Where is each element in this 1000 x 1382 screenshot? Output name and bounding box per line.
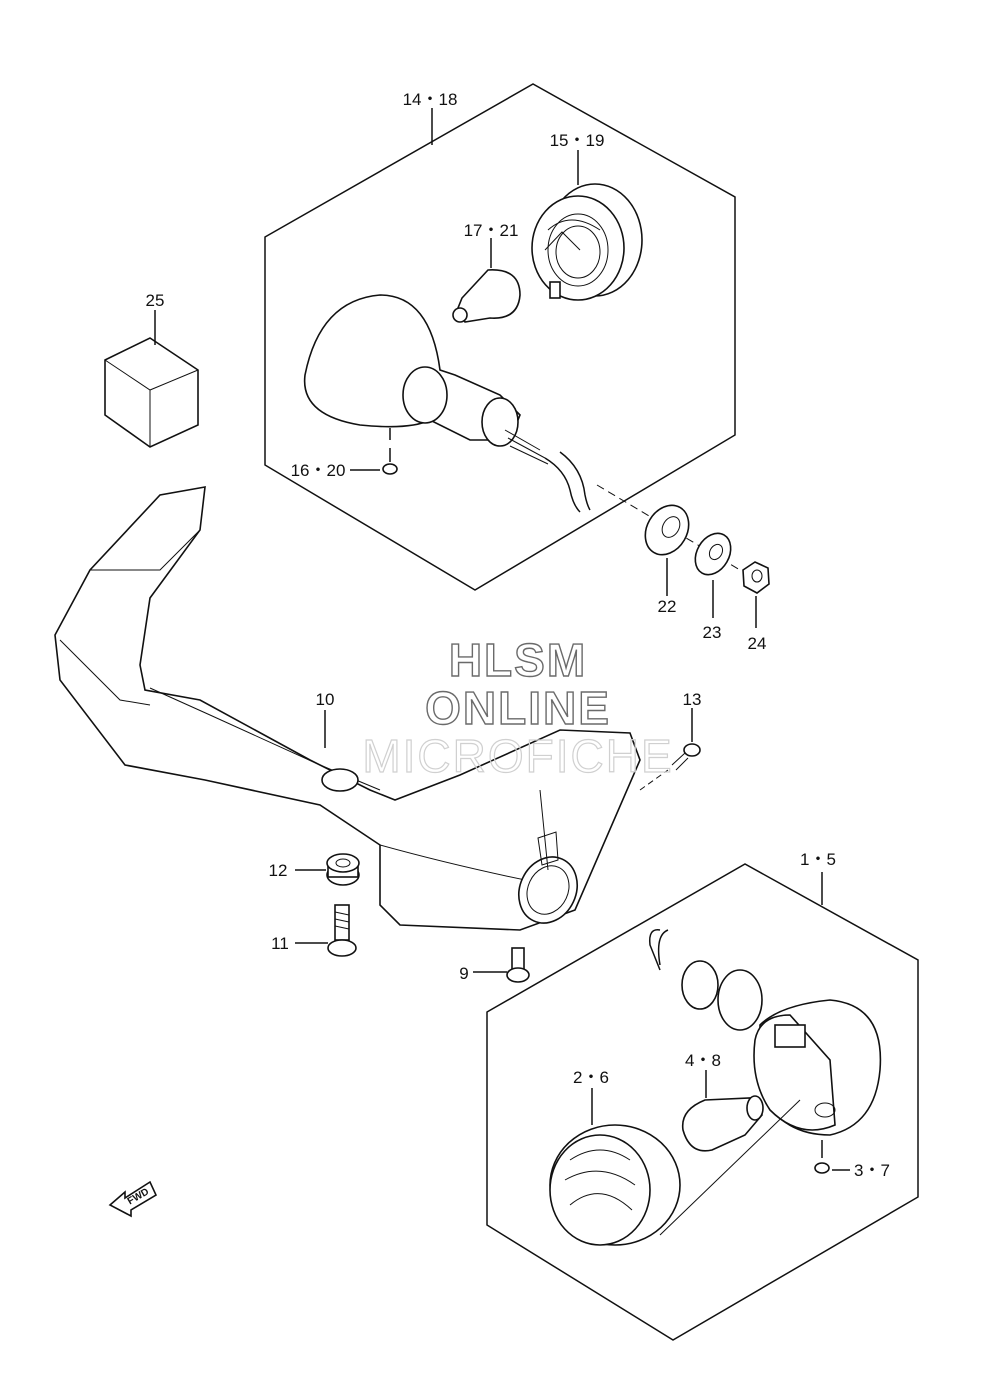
watermark-line3: MICROFICHE (362, 730, 673, 782)
front-screw-part (814, 1140, 850, 1174)
rear-lens-part (531, 150, 643, 301)
washer-23-part (694, 532, 732, 618)
rear-housing-part (303, 294, 591, 513)
callout-2-6: 2・6 (573, 1068, 609, 1087)
bolt-11-part (295, 904, 357, 957)
upper-assembly-frame (264, 83, 736, 591)
front-lens-part (549, 1088, 681, 1246)
front-bulb-part (681, 1070, 764, 1152)
grommet-part (295, 853, 360, 886)
nut-24-part (742, 561, 770, 628)
front-housing-part (648, 929, 882, 1136)
callout-14-18: 14・18 (403, 90, 458, 109)
lower-assembly-frame (486, 863, 919, 1341)
rear-bulb-part (452, 238, 521, 323)
callout-16-20: 16・20 (291, 461, 346, 480)
callout-4-8: 4・8 (685, 1051, 721, 1070)
watermark-line2: ONLINE (425, 682, 611, 734)
callout-1-5: 1・5 (800, 850, 836, 869)
callout-12: 12 (269, 861, 288, 880)
bolt-9-part (473, 947, 530, 983)
callout-3-7: 3・7 (854, 1161, 890, 1180)
washer-22-part (644, 504, 690, 596)
callout-15-19: 15・19 (550, 131, 605, 150)
watermark: HLSM ONLINE MICROFICHE (362, 633, 673, 782)
callout-labels: 14・18 15・19 17・21 25 16・20 22 23 24 10 1… (146, 90, 890, 1180)
callout-13: 13 (683, 690, 702, 709)
fwd-arrow-icon: FWD (108, 1180, 158, 1218)
callout-22: 22 (658, 597, 677, 616)
callout-11: 11 (271, 934, 289, 953)
watermark-line1: HLSM (449, 634, 587, 686)
screw-13-part (639, 708, 701, 791)
rear-screw-part (350, 428, 398, 475)
callout-23: 23 (703, 623, 722, 642)
callout-24: 24 (748, 634, 767, 653)
relay-part (104, 310, 199, 448)
callout-9: 9 (459, 964, 468, 983)
bracket-part (54, 486, 641, 931)
callout-25: 25 (146, 291, 165, 310)
callout-10: 10 (316, 690, 335, 709)
callout-17-21: 17・21 (464, 221, 519, 240)
